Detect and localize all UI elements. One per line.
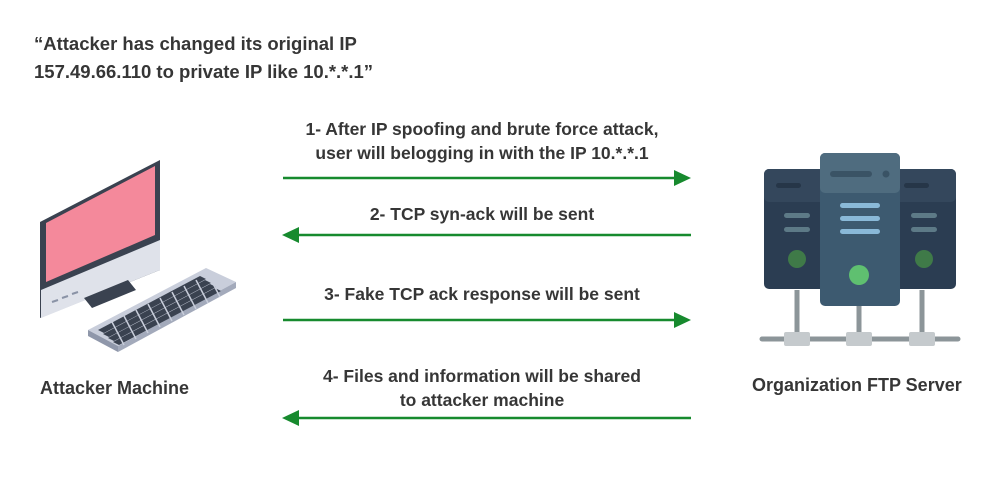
step-3-line1: 3- Fake TCP ack response will be sent (324, 284, 640, 304)
arrow-step-4 (282, 410, 691, 426)
step-2-line1: 2- TCP syn-ack will be sent (369, 204, 595, 224)
step-1-line1: 1- After IP spoofing and brute force att… (305, 119, 659, 139)
step-1-line2: user will belogging in with the IP 10.*.… (315, 143, 649, 163)
server-label: Organization FTP Server (752, 375, 962, 395)
arrow-step-2 (282, 227, 691, 243)
server-rack-icon (759, 153, 961, 346)
spoofing-note-line2: 157.49.66.110 to private IP like 10.*.*.… (34, 61, 374, 82)
arrow-step-3 (283, 312, 691, 328)
step-2-label: 2- TCP syn-ack will be sent (262, 202, 702, 226)
step-4-line2: to attacker machine (399, 390, 565, 410)
computer-icon (40, 160, 236, 352)
arrow-step-1 (283, 170, 691, 186)
spoofing-note-line1: “Attacker has changed its original IP (34, 33, 357, 54)
spoofing-note: “Attacker has changed its original IP 15… (34, 30, 373, 86)
step-3-label: 3- Fake TCP ack response will be sent (262, 282, 702, 306)
step-4-line1: 4- Files and information will be shared (323, 366, 641, 386)
attacker-label: Attacker Machine (40, 378, 190, 398)
step-1-label: 1- After IP spoofing and brute force att… (262, 117, 702, 165)
step-4-label: 4- Files and information will be shared … (262, 364, 702, 412)
